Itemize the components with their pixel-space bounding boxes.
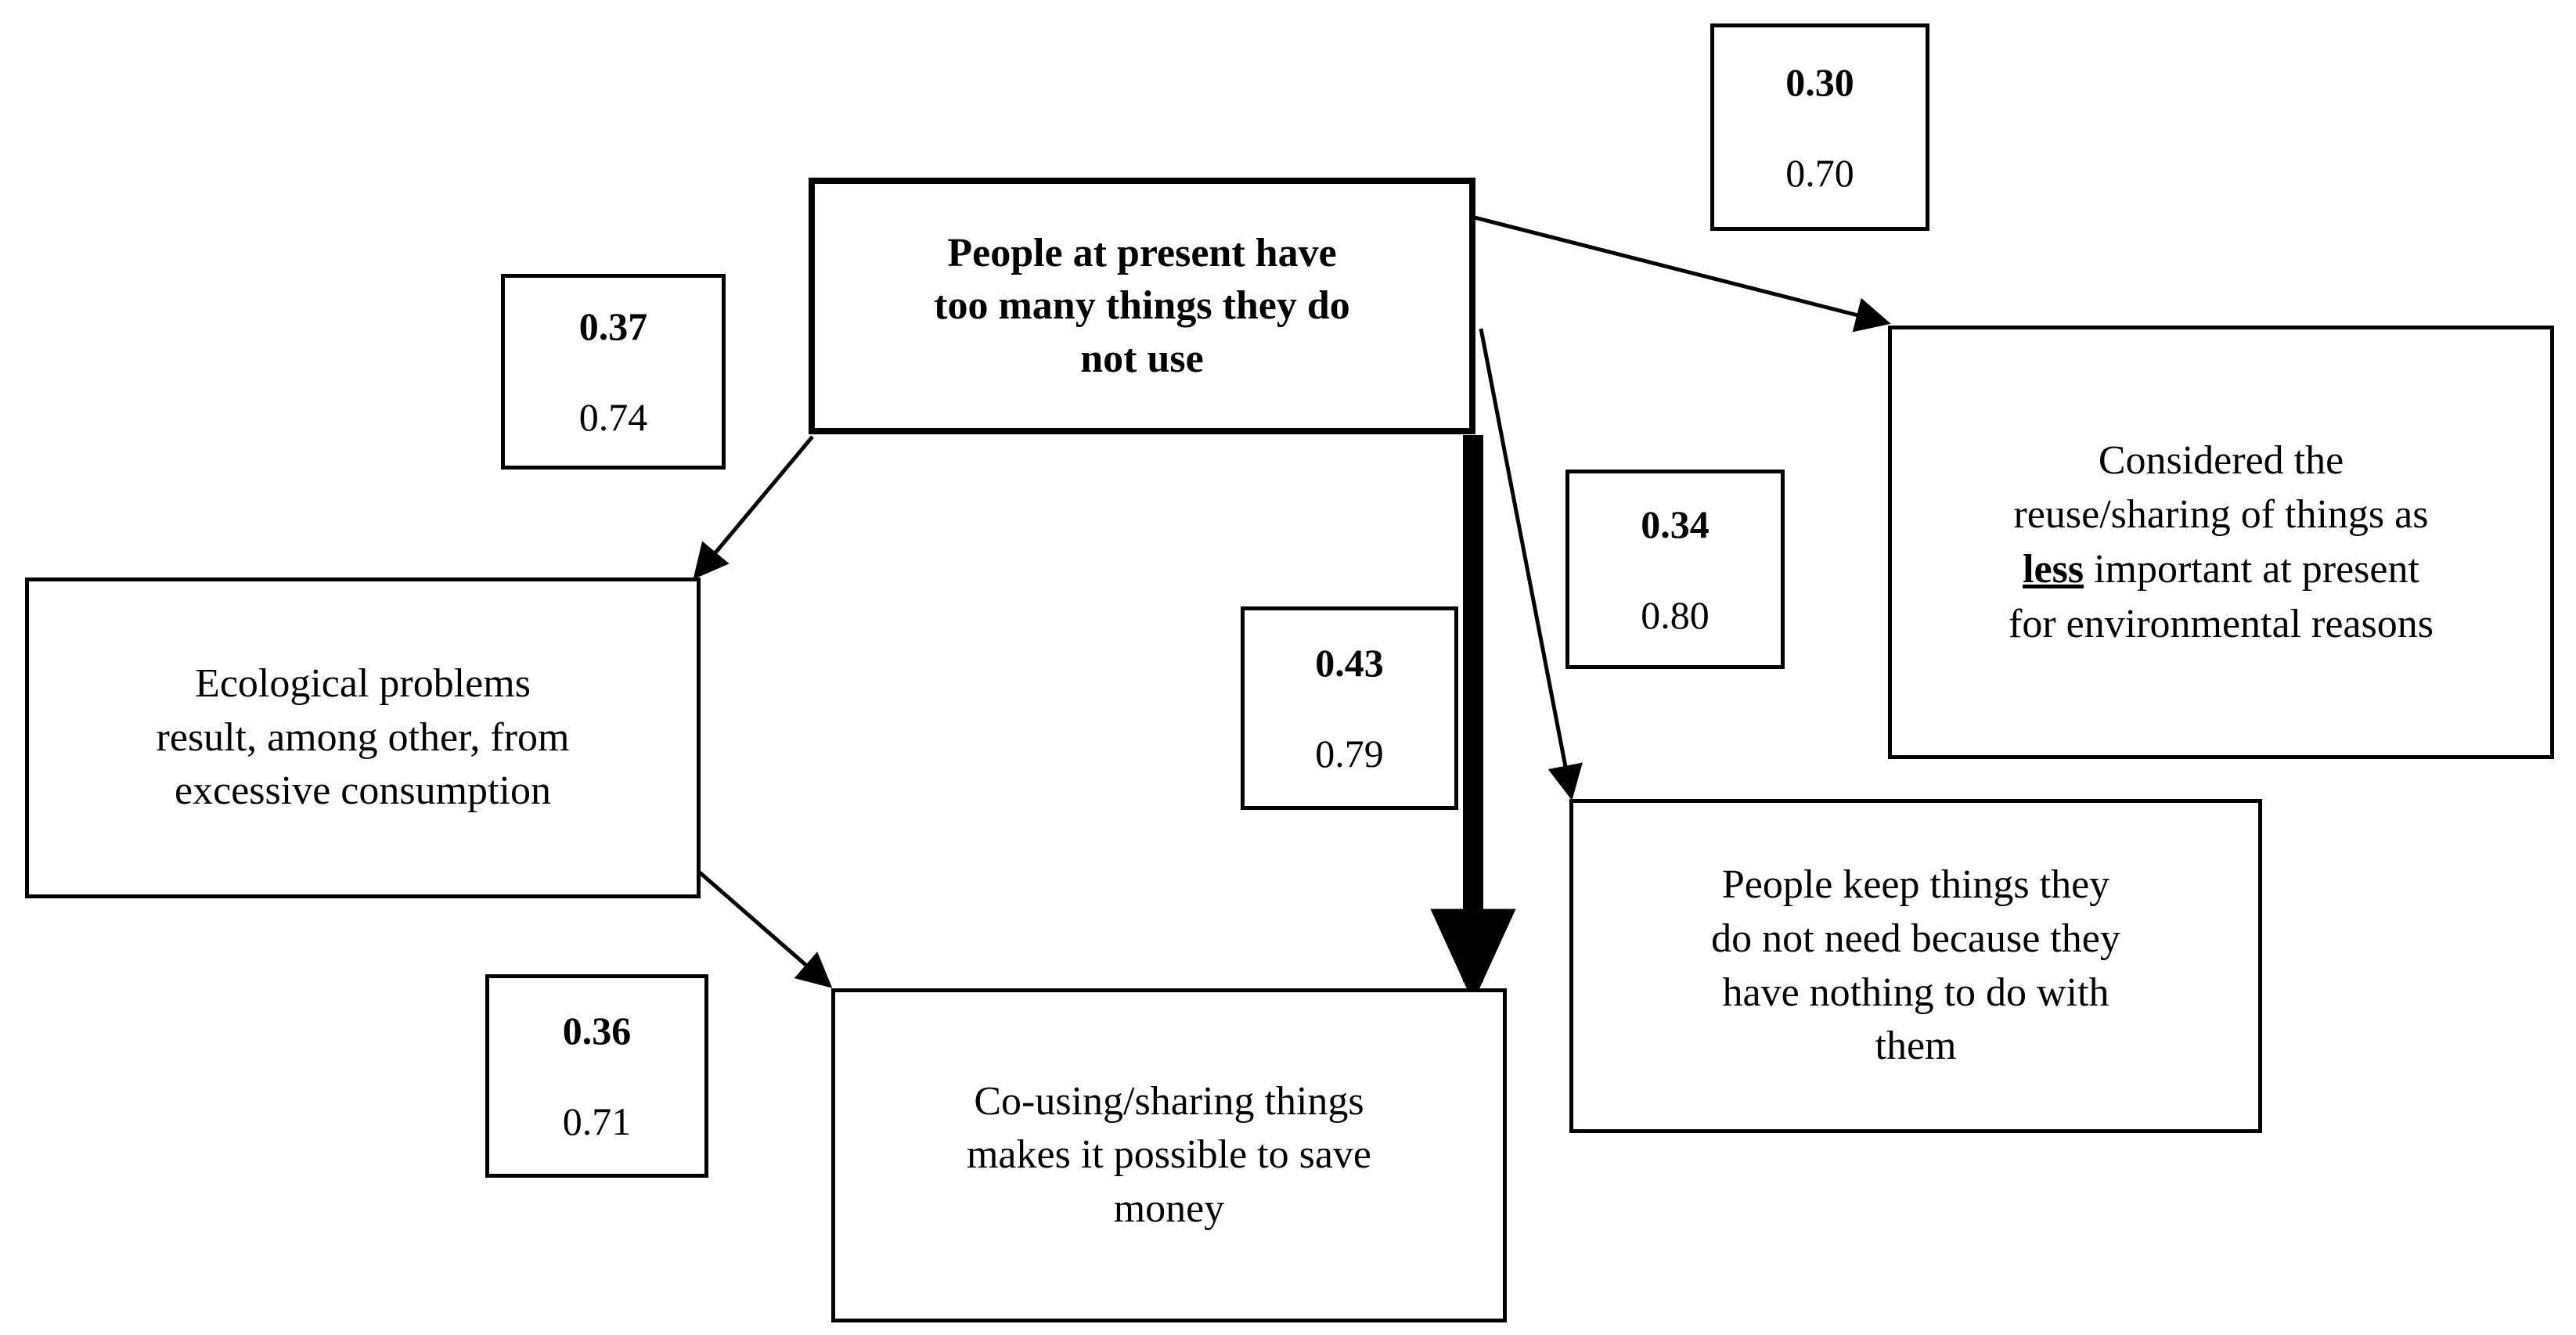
node-label: Ecological problems result, among other,… bbox=[156, 661, 570, 814]
node-ecological-problems[interactable]: Ecological problems result, among other,… bbox=[25, 578, 701, 898]
emphasized-word: less bbox=[2023, 547, 2084, 592]
path-loading-value: 0.36 bbox=[562, 1009, 632, 1053]
edge-toomany-keepthings bbox=[1479, 328, 1583, 801]
path-reliability-value: 0.74 bbox=[578, 395, 648, 439]
path-loading-value: 0.34 bbox=[1641, 502, 1710, 546]
value-box-0.36: 0.36 0.71 bbox=[485, 974, 708, 1178]
path-reliability-value: 0.71 bbox=[562, 1099, 632, 1143]
path-reliability-value: 0.70 bbox=[1785, 150, 1854, 195]
edge-toomany-considered bbox=[1474, 215, 1891, 333]
value-box-0.34: 0.34 0.80 bbox=[1565, 470, 1785, 669]
path-loading-value: 0.30 bbox=[1785, 59, 1854, 104]
node-too-many-things[interactable]: People at present have too many things t… bbox=[809, 178, 1475, 434]
value-box-0.37: 0.37 0.74 bbox=[501, 274, 726, 470]
path-reliability-value: 0.80 bbox=[1641, 592, 1710, 637]
node-label: People at present have too many things t… bbox=[934, 230, 1350, 381]
node-co-using-saves-money[interactable]: Co-using/sharing things makes it possibl… bbox=[831, 988, 1507, 1322]
node-label: People keep things they do not need beca… bbox=[1711, 862, 2120, 1069]
value-box-0.43: 0.43 0.79 bbox=[1241, 606, 1458, 810]
path-loading-value: 0.43 bbox=[1315, 641, 1384, 685]
node-label: Co-using/sharing things makes it possibl… bbox=[966, 1078, 1372, 1231]
value-box-0.30: 0.30 0.70 bbox=[1710, 23, 1929, 231]
path-reliability-value: 0.79 bbox=[1315, 732, 1384, 775]
edge-ecological-cousing bbox=[698, 871, 833, 988]
path-loading-value: 0.37 bbox=[578, 304, 648, 348]
node-keep-things-not-needed[interactable]: People keep things they do not need beca… bbox=[1569, 799, 2262, 1133]
